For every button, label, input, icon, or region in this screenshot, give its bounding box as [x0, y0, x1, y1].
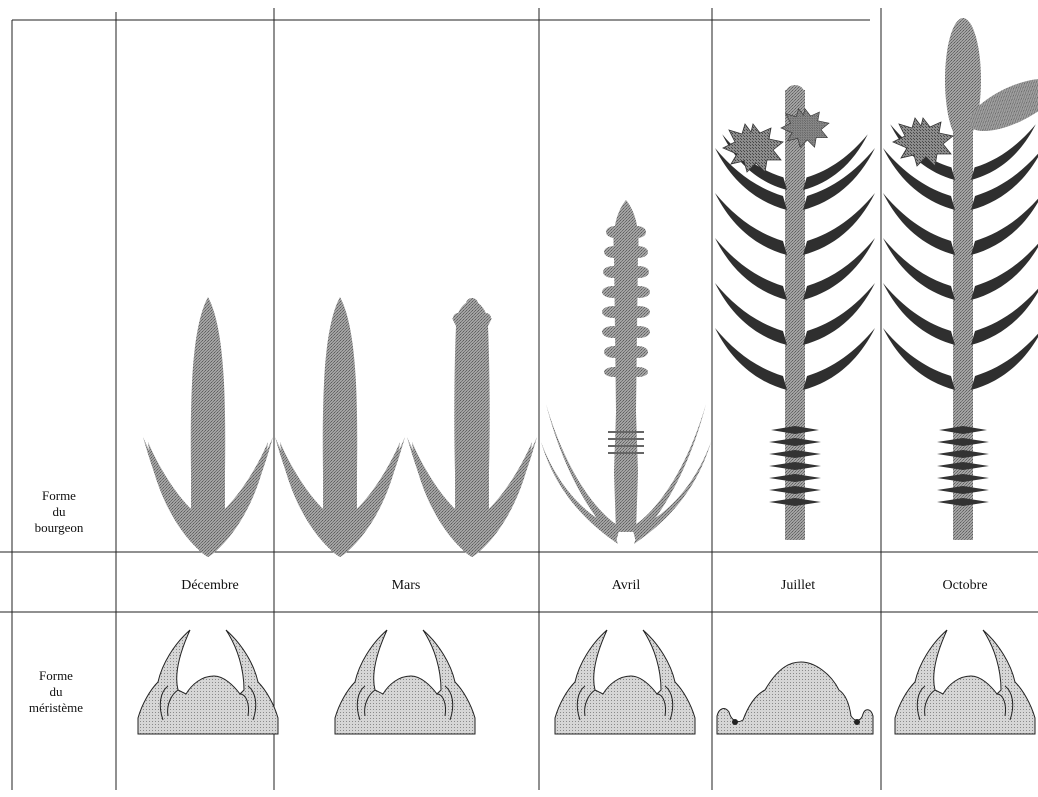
month-label-octobre: Octobre	[905, 578, 1025, 594]
bud-juillet	[715, 85, 875, 540]
row-label-meristem-line2: du	[6, 684, 106, 700]
meristem-mars	[335, 630, 475, 734]
bud-mars-late	[407, 298, 537, 557]
month-label-avril: Avril	[566, 578, 686, 594]
row-label-bud-line3: bourgeon	[14, 520, 104, 536]
meristem-avril	[555, 630, 695, 734]
bud-avril	[541, 200, 711, 544]
meristem-octobre	[895, 630, 1035, 734]
meristem-decembre	[138, 630, 278, 734]
month-label-mars: Mars	[346, 578, 466, 594]
row-label-meristem-line3: méristème	[6, 700, 106, 716]
row-label-meristem: Forme du méristème	[6, 668, 106, 716]
bud-mars-early	[275, 297, 405, 557]
meristem-juillet	[717, 662, 873, 734]
bud-decembre	[143, 297, 273, 557]
row-label-meristem-line1: Forme	[6, 668, 106, 684]
row-label-bud-line1: Forme	[14, 488, 104, 504]
row-label-bud: Forme du bourgeon	[14, 488, 104, 536]
bud-octobre	[883, 18, 1038, 540]
month-label-juillet: Juillet	[738, 578, 858, 594]
row-label-bud-line2: du	[14, 504, 104, 520]
month-label-decembre: Décembre	[150, 578, 270, 594]
grid-lines	[0, 8, 1038, 790]
